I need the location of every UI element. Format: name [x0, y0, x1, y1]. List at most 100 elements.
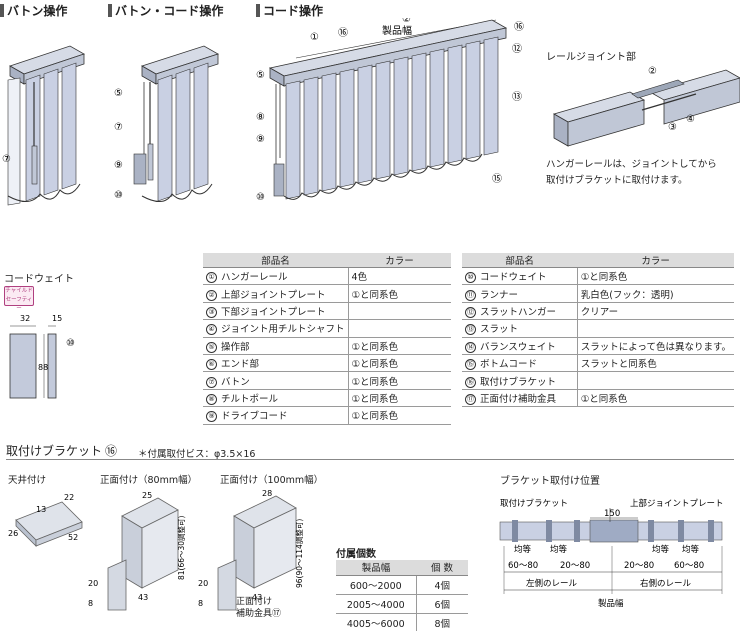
cord-callout-2: ② — [402, 18, 411, 25]
parts-row: ⑨ ドライブコード ①と同系色 — [203, 406, 451, 425]
part-number-badge: ⑦ — [206, 376, 217, 388]
bracket-pos-label-bracket: 取付けブラケット — [500, 498, 568, 509]
qty-width: 4005～6000 — [336, 613, 417, 631]
part-color — [348, 319, 451, 338]
parts-header-name: 部品名 — [462, 253, 578, 268]
qty-count: 6個 — [416, 594, 468, 614]
cord-callout-12: ⑫ — [512, 43, 522, 55]
part-color: ①と同系色 — [577, 267, 734, 286]
rail-joint-note-1: ハンガーレールは、ジョイントしてから — [546, 159, 717, 170]
part-name: ジョイント用チルトシャフト — [221, 324, 345, 336]
cord-callout-13: ⑬ — [512, 91, 522, 103]
f100-dim-e: 43 — [252, 593, 262, 602]
title-baton-cord: バトン・コード操作 — [108, 2, 223, 19]
part-color: クリアー — [577, 302, 734, 321]
title-bar-icon — [108, 4, 112, 17]
part-color: ①と同系色 — [348, 354, 451, 373]
f100-dim-a: 28 — [262, 489, 272, 498]
pos-right-rail: 右側のレール — [640, 578, 692, 589]
qty-header-width: 製品幅 — [336, 560, 416, 576]
rail-callout-2: ② — [648, 66, 657, 77]
bracket-divider — [6, 459, 734, 460]
pos-left-rail: 左側のレール — [526, 578, 578, 589]
part-name: ランナー — [480, 289, 519, 301]
part-number-badge: ⑨ — [206, 411, 217, 423]
f80-dim-c: 20 — [88, 579, 98, 588]
baton-callout-7: ⑦ — [2, 154, 11, 165]
baton-cord-callout-10: ⑩ — [114, 190, 123, 201]
part-number-badge: ⑩ — [465, 272, 476, 284]
title-bar-icon — [256, 4, 260, 17]
part-color: ①と同系色 — [348, 406, 451, 425]
pos-dim-60-80a: 60～80 — [508, 561, 538, 571]
part-color: スラットによって色は異なります。 — [577, 337, 734, 355]
cord-blind-illustration: 製品幅 ① ⑯ ② ⑯ ⑫ ⑤ ⑬ ⑧ ⑨ ⑮ ⑩ — [256, 18, 524, 203]
qty-title: 付属個数 — [336, 549, 376, 560]
part-color: ①と同系色 — [577, 389, 734, 408]
part-name: ボトムコード — [480, 359, 538, 371]
pos-dim-60-80b: 60～80 — [674, 561, 704, 571]
parts-name-cell: ⑥ エンド部 — [203, 354, 349, 373]
part-name: スラットハンガー — [480, 306, 557, 318]
baton-cord-callout-5: ⑤ — [114, 88, 123, 99]
pos-dim-150: 150 — [604, 509, 620, 519]
rail-callout-4: ④ — [686, 114, 695, 125]
front100-mount-label: 正面付け（100mm幅） — [220, 475, 324, 486]
part-name: バランスウェイト — [480, 341, 556, 353]
bracket-pos-label-plate: 上部ジョイントプレート — [630, 498, 724, 509]
front80-bracket-illustration: 25 81(66～30調整可) 20 8 43 — [88, 491, 186, 611]
pos-equal-2: 均等 — [550, 544, 568, 555]
part-name: エンド部 — [221, 359, 260, 371]
front100-bracket-illustration: 28 96(90～114調整可) 20 8 43 — [198, 489, 304, 611]
product-width-label: 製品幅 — [382, 24, 412, 37]
part-number-badge: ② — [206, 289, 217, 301]
f100-dim-d: 8 — [198, 599, 203, 608]
cord-callout-16b: ⑯ — [514, 21, 524, 33]
ceiling-bracket-illustration: 22 13 26 52 — [8, 493, 83, 547]
cord-weight-title: コードウェイト — [4, 274, 74, 285]
part-number-badge: ⑥ — [206, 359, 217, 371]
f100-dim-b: 96(90～114調整可) — [294, 519, 304, 588]
part-number-badge: ⑧ — [206, 393, 217, 405]
pos-product-width: 製品幅 — [598, 598, 624, 609]
parts-name-cell: ⑨ ドライブコード — [203, 406, 349, 425]
parts-header-name: 部品名 — [203, 253, 349, 268]
part-color: ①と同系色 — [348, 371, 451, 390]
part-name: 下部ジョイントプレート — [221, 306, 326, 318]
part-color: ①と同系色 — [348, 337, 451, 355]
part-name: 取付けブラケット — [480, 376, 557, 388]
cord-callout-10: ⑩ — [256, 192, 265, 203]
part-color: ①と同系色 — [348, 284, 451, 303]
f80-dim-b: 81(66～30調整可) — [176, 515, 186, 580]
qty-width: 600～2000 — [336, 575, 417, 595]
f100-dim-c: 20 — [198, 579, 208, 588]
rail-callout-3: ③ — [668, 122, 677, 133]
f80-dim-e: 43 — [138, 593, 148, 602]
bracket-pos-title: ブラケット取付け位置 — [500, 476, 600, 487]
rail-joint-illustration: ② ③ ④ — [552, 66, 740, 147]
title-cord: コード操作 — [256, 2, 323, 19]
weight-callout-10: ⑩ — [66, 338, 75, 349]
pos-equal-4: 均等 — [682, 544, 700, 555]
part-name: ドライブコード — [221, 411, 288, 423]
